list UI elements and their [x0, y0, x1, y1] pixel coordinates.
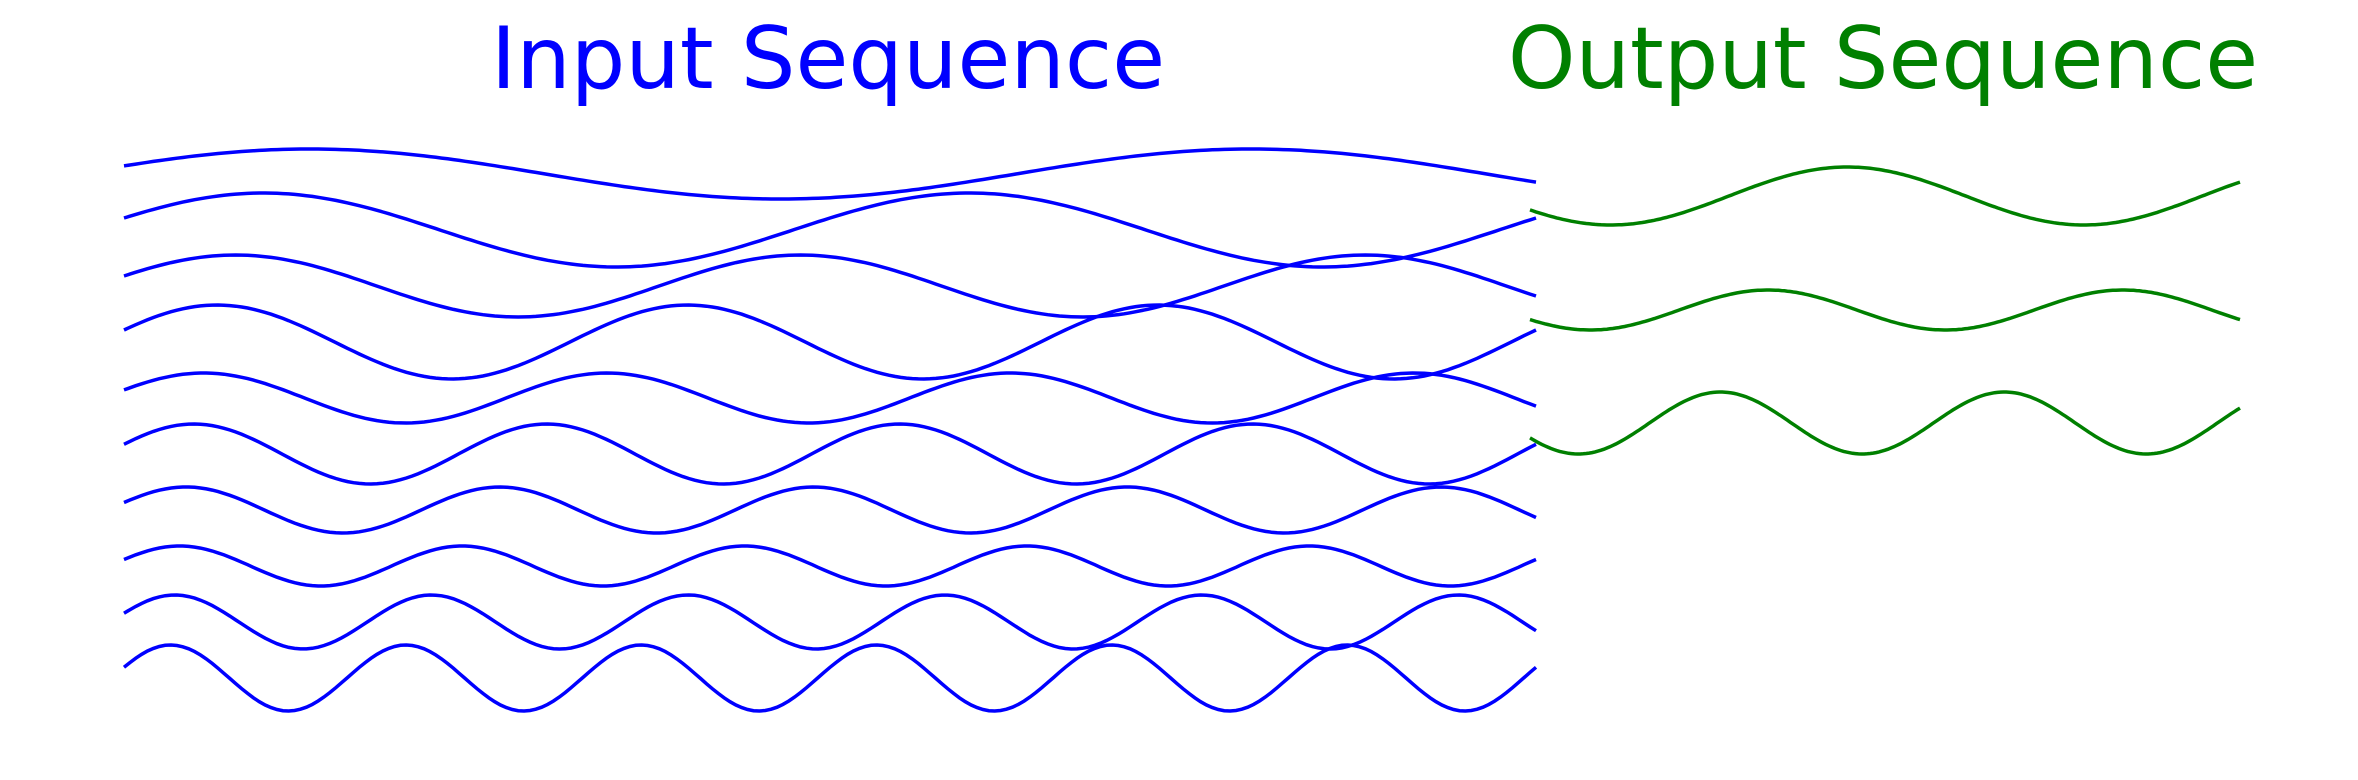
input-sequence-title: Input Sequence [491, 9, 1165, 109]
input-wave-8 [123, 544, 1537, 588]
output-wave-2 [1529, 288, 2241, 332]
input-wave-6 [123, 422, 1537, 486]
input-sequence-waves [122, 147, 1538, 713]
input-wave-5 [123, 371, 1537, 425]
output-sequence-waves [1529, 165, 2241, 456]
input-wave-9 [123, 593, 1537, 651]
input-wave-2 [123, 191, 1537, 269]
input-wave-10 [122, 643, 1538, 713]
input-wave-7 [123, 485, 1537, 535]
input-wave-1 [123, 147, 1537, 201]
output-wave-3 [1529, 390, 2241, 456]
output-wave-1 [1529, 165, 2241, 227]
input-wave-3 [123, 253, 1537, 319]
output-sequence-title: Output Sequence [1508, 9, 2258, 109]
input-wave-4 [123, 303, 1537, 381]
